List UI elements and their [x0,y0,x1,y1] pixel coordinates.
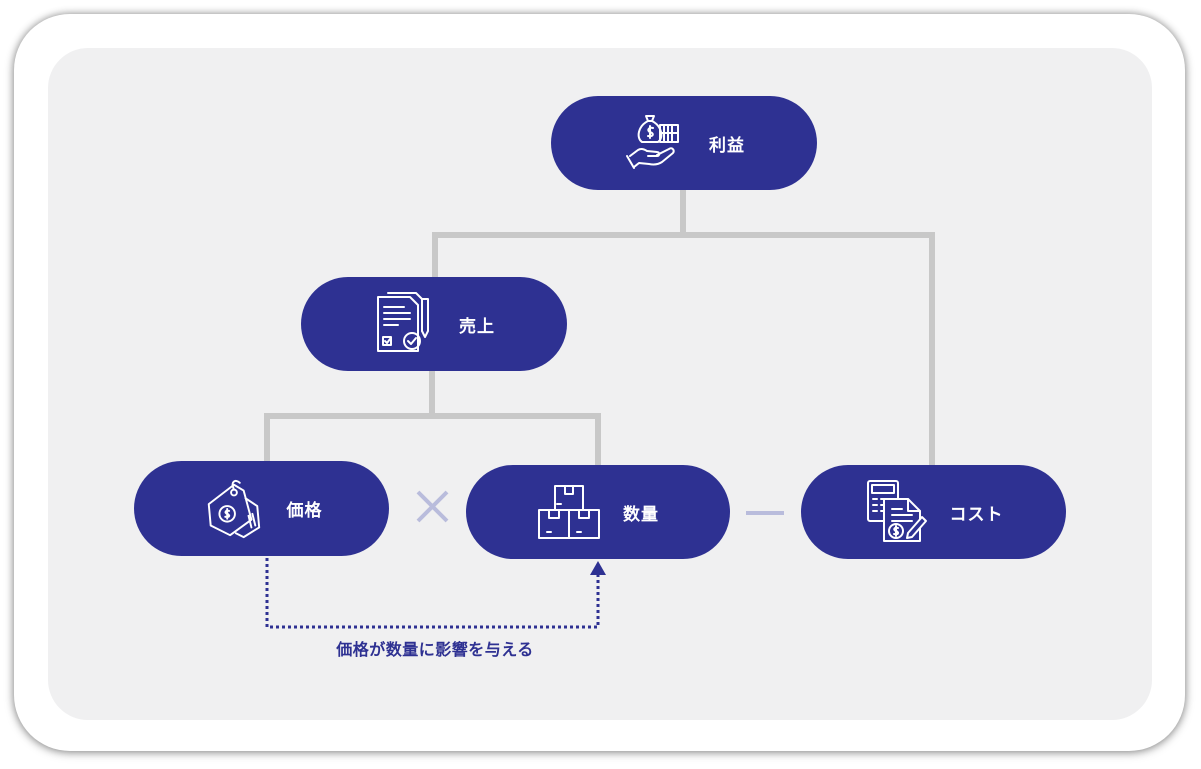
node-cost: コスト [801,465,1066,559]
document-check-icon [373,292,437,356]
node-profit-label: 利益 [709,135,745,156]
node-price-label: 価格 [286,501,323,521]
influence-arrowhead [590,561,606,575]
influence-arrow-line [265,558,600,629]
node-cost-label: コスト [949,504,1004,525]
connector-profit [432,188,935,466]
influence-annotation: 価格が数量に影響を与える [336,640,534,659]
connector-sales [264,370,601,468]
node-quantity-label: 数量 [623,504,659,525]
boxes-icon [537,480,601,544]
node-quantity: 数量 [466,465,730,559]
node-sales-label: 売上 [459,316,495,337]
price-tag-icon [201,477,265,541]
node-profit: 利益 [551,96,817,190]
calculator-invoice-icon [864,480,928,544]
node-sales: 売上 [301,277,567,371]
money-bag-hand-icon [623,111,687,175]
multiply-operator-icon [416,490,449,523]
node-price: 価格 [134,461,389,556]
